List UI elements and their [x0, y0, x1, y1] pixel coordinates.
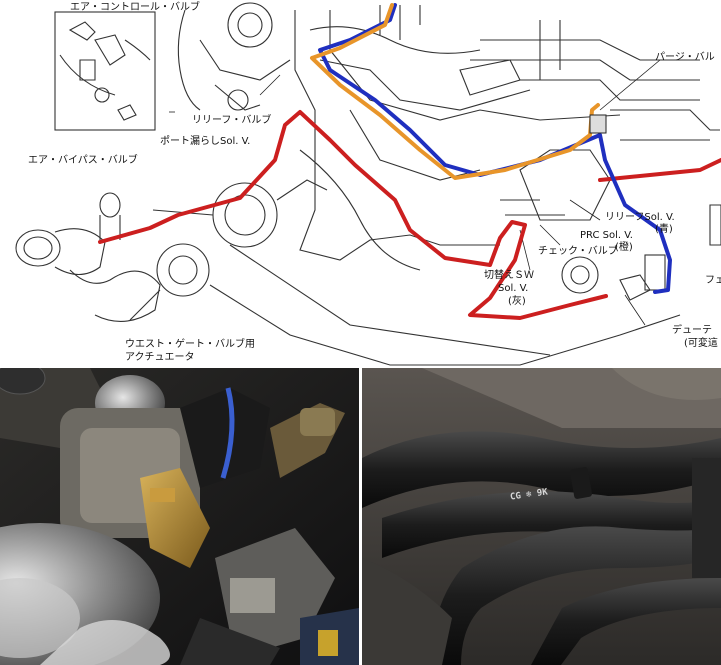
label-wastegate-2: アクチュエータ: [125, 352, 195, 363]
label-check-valve: チェック・バルブ: [538, 246, 618, 257]
label-duty-1: デューテ: [672, 325, 712, 336]
label-fe-cut: フェ: [705, 275, 721, 286]
vacuum-hose-diagram: エア・コントロール・バルブ リリーフ・バルブ ポート漏らしSol. V. エア・…: [15, 2, 721, 366]
label-relief-valve: リリーフ・バルブ: [192, 115, 272, 126]
label-relief-sol-color: (青): [655, 224, 673, 235]
label-prc-sol-color: (橙): [615, 242, 633, 253]
label-switch-sw-sol-1: 切替えＳＷ: [484, 270, 534, 281]
engine-bay-left-image: [0, 368, 359, 665]
air-control-valve-inset: [54, 11, 156, 131]
engine-bay-photo-left: [0, 368, 359, 665]
label-duty-2: (可変這: [684, 338, 718, 349]
label-wastegate-1: ウエスト・ゲート・バルブ用: [125, 339, 255, 350]
label-relief-sol: リリーフSol. V.: [605, 212, 675, 223]
label-air-control-valve: エア・コントロール・バルブ: [70, 2, 200, 13]
hose-closeup-image: [362, 368, 721, 665]
label-switch-sw-sol-color: (灰): [508, 296, 526, 307]
label-switch-sw-sol-2: Sol. V.: [498, 283, 529, 294]
diagram-drawing: [15, 2, 721, 366]
purge-valve-body: [589, 114, 607, 134]
label-purge-valve: パージ・バル: [655, 52, 715, 63]
hose-red: [98, 110, 721, 320]
photo-divider: [359, 368, 362, 665]
label-air-bypass-valve: エア・バイパス・バルブ: [28, 155, 138, 166]
label-prc-sol: PRC Sol. V.: [580, 230, 633, 241]
label-port-leak-sol: ポート漏らしSol. V.: [160, 136, 251, 147]
engine-bay-photo-right: CG ❄ 9K: [362, 368, 721, 665]
